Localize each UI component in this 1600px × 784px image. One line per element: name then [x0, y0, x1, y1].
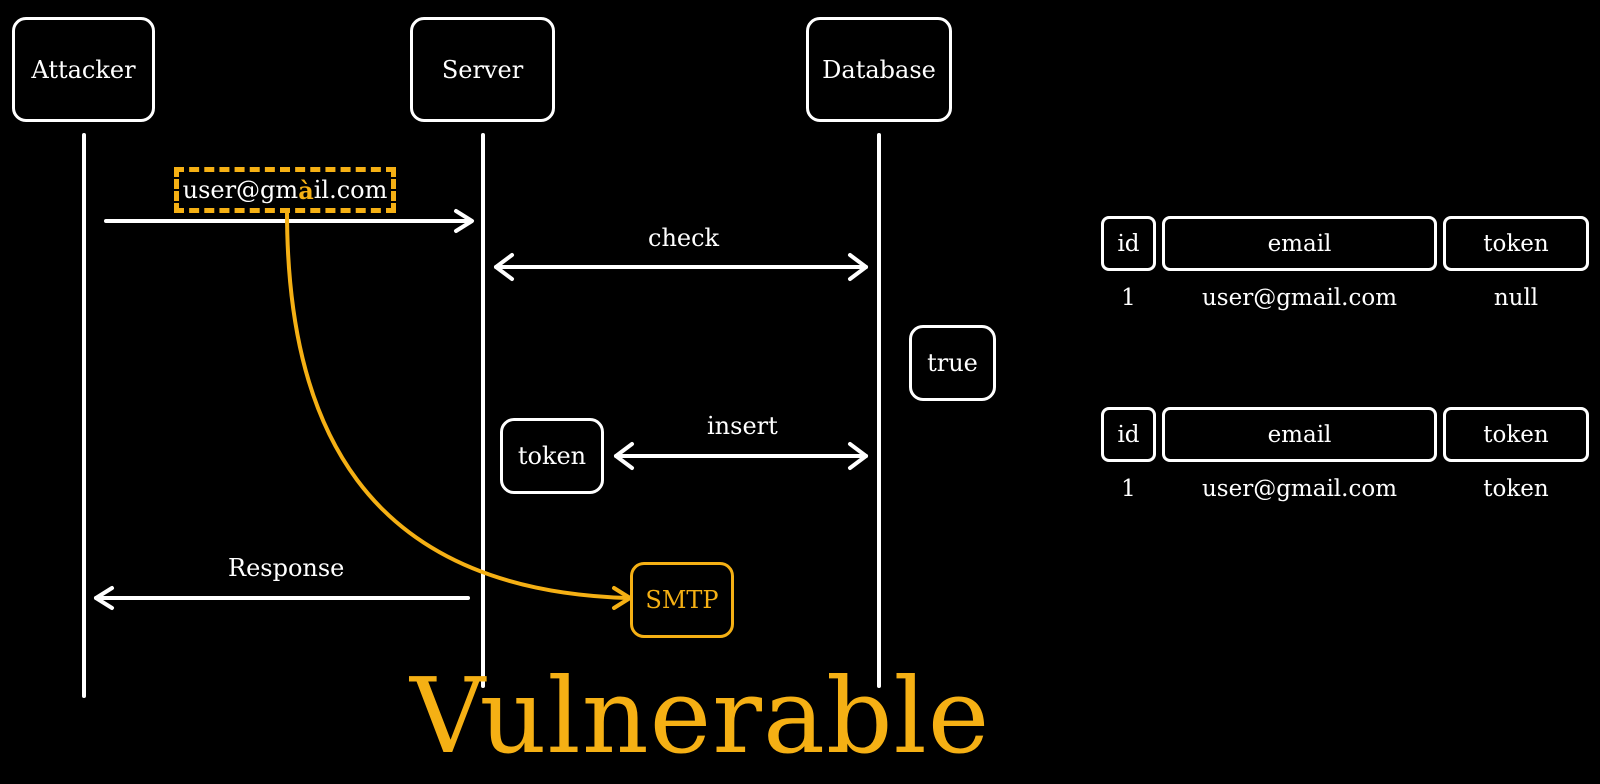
token-box-label: token — [517, 442, 587, 470]
table-header-label: id — [1117, 421, 1140, 448]
lifeline-database — [877, 133, 881, 688]
table-header-email: email — [1162, 216, 1437, 271]
table-header-label: email — [1267, 421, 1332, 448]
lifeline-server — [481, 133, 485, 688]
table-cell-id: 1 — [1121, 285, 1136, 311]
actor-database: Database — [806, 17, 952, 122]
insert-arrow — [614, 442, 868, 470]
actor-server-label: Server — [441, 55, 524, 84]
response-arrow — [94, 586, 470, 610]
table-header-label: token — [1483, 230, 1549, 257]
email-highlight-char: à — [298, 175, 314, 205]
actor-server: Server — [410, 17, 555, 122]
check-arrow — [494, 253, 868, 281]
insert-label: insert — [707, 412, 778, 440]
table-cell-email: user@gmail.com — [1201, 285, 1398, 311]
lifeline-attacker — [82, 133, 86, 698]
check-label: check — [648, 224, 720, 252]
actor-database-label: Database — [822, 55, 936, 84]
true-result-box: true — [909, 325, 996, 401]
table-header-token: token — [1443, 407, 1589, 462]
table-header-label: email — [1267, 230, 1332, 257]
response-label: Response — [228, 554, 345, 582]
true-result-label: true — [927, 349, 978, 377]
email-suffix: il.com — [313, 176, 388, 204]
email-prefix: user@gm — [182, 176, 299, 204]
actor-attacker-label: Attacker — [31, 55, 136, 84]
table-header-email: email — [1162, 407, 1437, 462]
table-header-id: id — [1101, 407, 1156, 462]
actor-attacker: Attacker — [12, 17, 155, 122]
table-header-token: token — [1443, 216, 1589, 271]
page-title: Vulnerable — [410, 655, 991, 777]
table-cell-token: token — [1483, 476, 1549, 502]
smtp-box: SMTP — [630, 562, 734, 638]
table-header-label: id — [1117, 230, 1140, 257]
table-header-id: id — [1101, 216, 1156, 271]
table-header-label: token — [1483, 421, 1549, 448]
token-box: token — [500, 418, 604, 494]
smtp-flow-curve — [285, 209, 632, 610]
table-cell-token: null — [1493, 285, 1539, 311]
table-cell-email: user@gmail.com — [1201, 476, 1398, 502]
smtp-label: SMTP — [645, 586, 719, 614]
table-cell-id: 1 — [1121, 476, 1136, 502]
